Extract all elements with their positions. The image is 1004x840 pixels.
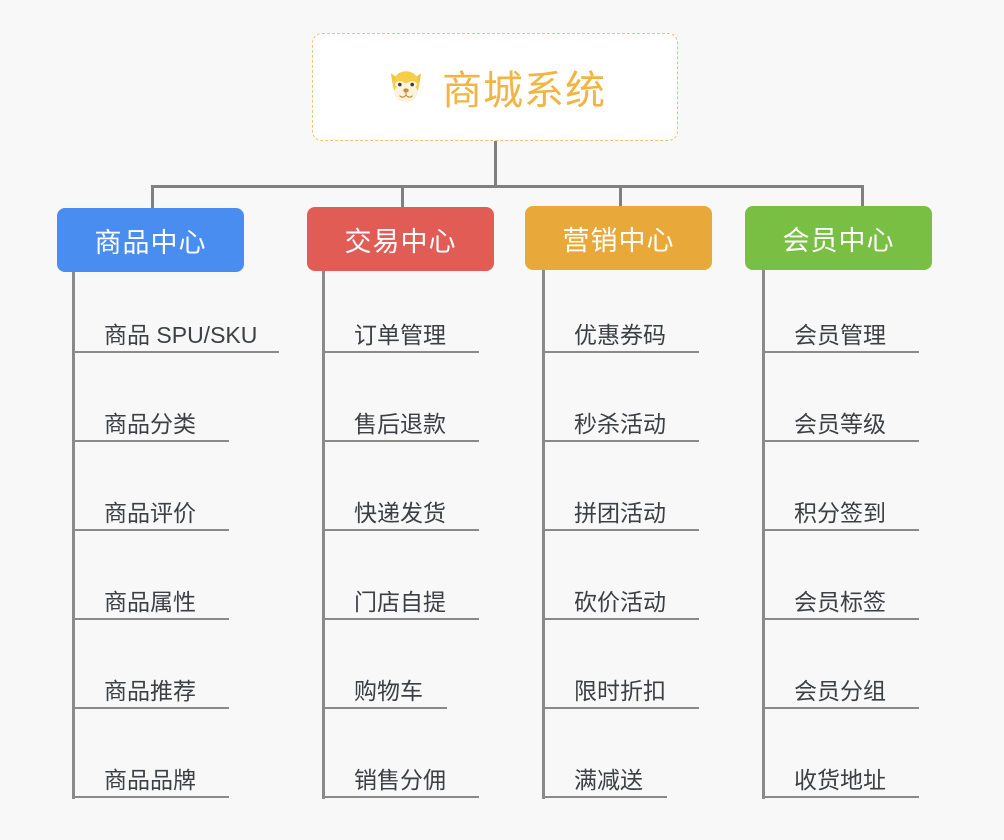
leaf-label: 商品推荐 <box>104 678 196 704</box>
branch-header-label: 商品中心 <box>94 227 207 258</box>
leaf-label: 积分签到 <box>794 500 886 526</box>
leaf-underline <box>72 618 229 620</box>
branch-header-label: 营销中心 <box>562 225 675 256</box>
root-node[interactable]: 商城系统 <box>312 33 678 141</box>
leaf-underline <box>762 351 919 353</box>
leaf-underline <box>542 618 699 620</box>
leaf-label: 拼团活动 <box>574 500 666 526</box>
connector-horizontal-bus <box>151 185 864 188</box>
leaf-underline <box>762 529 919 531</box>
leaf-label: 商品 SPU/SKU <box>104 322 258 348</box>
leaf-underline <box>322 707 447 709</box>
leaf-label: 购物车 <box>354 678 423 704</box>
branch-header-yingxiao[interactable]: 营销中心 <box>525 206 712 270</box>
branch-trunk-4 <box>762 270 765 799</box>
connector-root-stem <box>494 141 497 187</box>
leaf-underline <box>322 351 479 353</box>
leaf-underline <box>322 618 479 620</box>
leaf-underline <box>542 796 667 798</box>
connector-drop-4 <box>861 185 864 210</box>
leaf-label: 快递发货 <box>354 500 446 526</box>
leaf-label: 会员等级 <box>794 411 886 437</box>
leaf-underline <box>72 796 229 798</box>
leaf-underline <box>542 351 699 353</box>
leaf-label: 销售分佣 <box>354 767 446 793</box>
leaf-underline <box>322 440 479 442</box>
leaf-label: 商品评价 <box>104 500 196 526</box>
shiba-dog-face-icon <box>384 65 428 109</box>
leaf-underline <box>322 796 479 798</box>
connector-drop-3 <box>619 185 622 210</box>
leaf-label: 商品分类 <box>104 411 196 437</box>
leaf-underline <box>762 440 919 442</box>
leaf-label: 会员标签 <box>794 589 886 615</box>
leaf-label: 商品属性 <box>104 589 196 615</box>
leaf-label: 订单管理 <box>354 322 446 348</box>
leaf-underline <box>762 796 919 798</box>
leaf-label: 砍价活动 <box>574 589 666 615</box>
leaf-label: 收货地址 <box>794 767 886 793</box>
branch-header-label: 会员中心 <box>782 225 895 256</box>
leaf-underline <box>322 529 479 531</box>
leaf-label: 限时折扣 <box>574 678 666 704</box>
branch-header-huiyuan[interactable]: 会员中心 <box>745 206 932 270</box>
leaf-underline <box>762 707 919 709</box>
leaf-underline <box>542 707 699 709</box>
branch-header-label: 交易中心 <box>344 226 457 257</box>
leaf-label: 售后退款 <box>354 411 446 437</box>
branch-header-jiaoyi[interactable]: 交易中心 <box>307 207 494 271</box>
branch-trunk-1 <box>72 272 75 799</box>
leaf-underline <box>72 351 279 353</box>
leaf-label: 会员分组 <box>794 678 886 704</box>
leaf-label: 会员管理 <box>794 322 886 348</box>
connector-drop-2 <box>401 185 404 210</box>
leaf-label: 商品品牌 <box>104 767 196 793</box>
leaf-label: 门店自提 <box>354 589 446 615</box>
leaf-underline <box>72 707 229 709</box>
leaf-underline <box>542 529 699 531</box>
branch-trunk-2 <box>322 271 325 799</box>
branch-trunk-3 <box>542 270 545 799</box>
leaf-underline <box>72 529 229 531</box>
leaf-label: 满减送 <box>574 767 643 793</box>
connector-drop-1 <box>151 185 154 210</box>
leaf-underline <box>762 618 919 620</box>
leaf-label: 优惠券码 <box>574 322 666 348</box>
branch-header-shangpin[interactable]: 商品中心 <box>57 208 244 272</box>
leaf-underline <box>72 440 229 442</box>
root-title: 商城系统 <box>442 69 606 113</box>
leaf-label: 秒杀活动 <box>574 411 666 437</box>
leaf-underline <box>542 440 699 442</box>
